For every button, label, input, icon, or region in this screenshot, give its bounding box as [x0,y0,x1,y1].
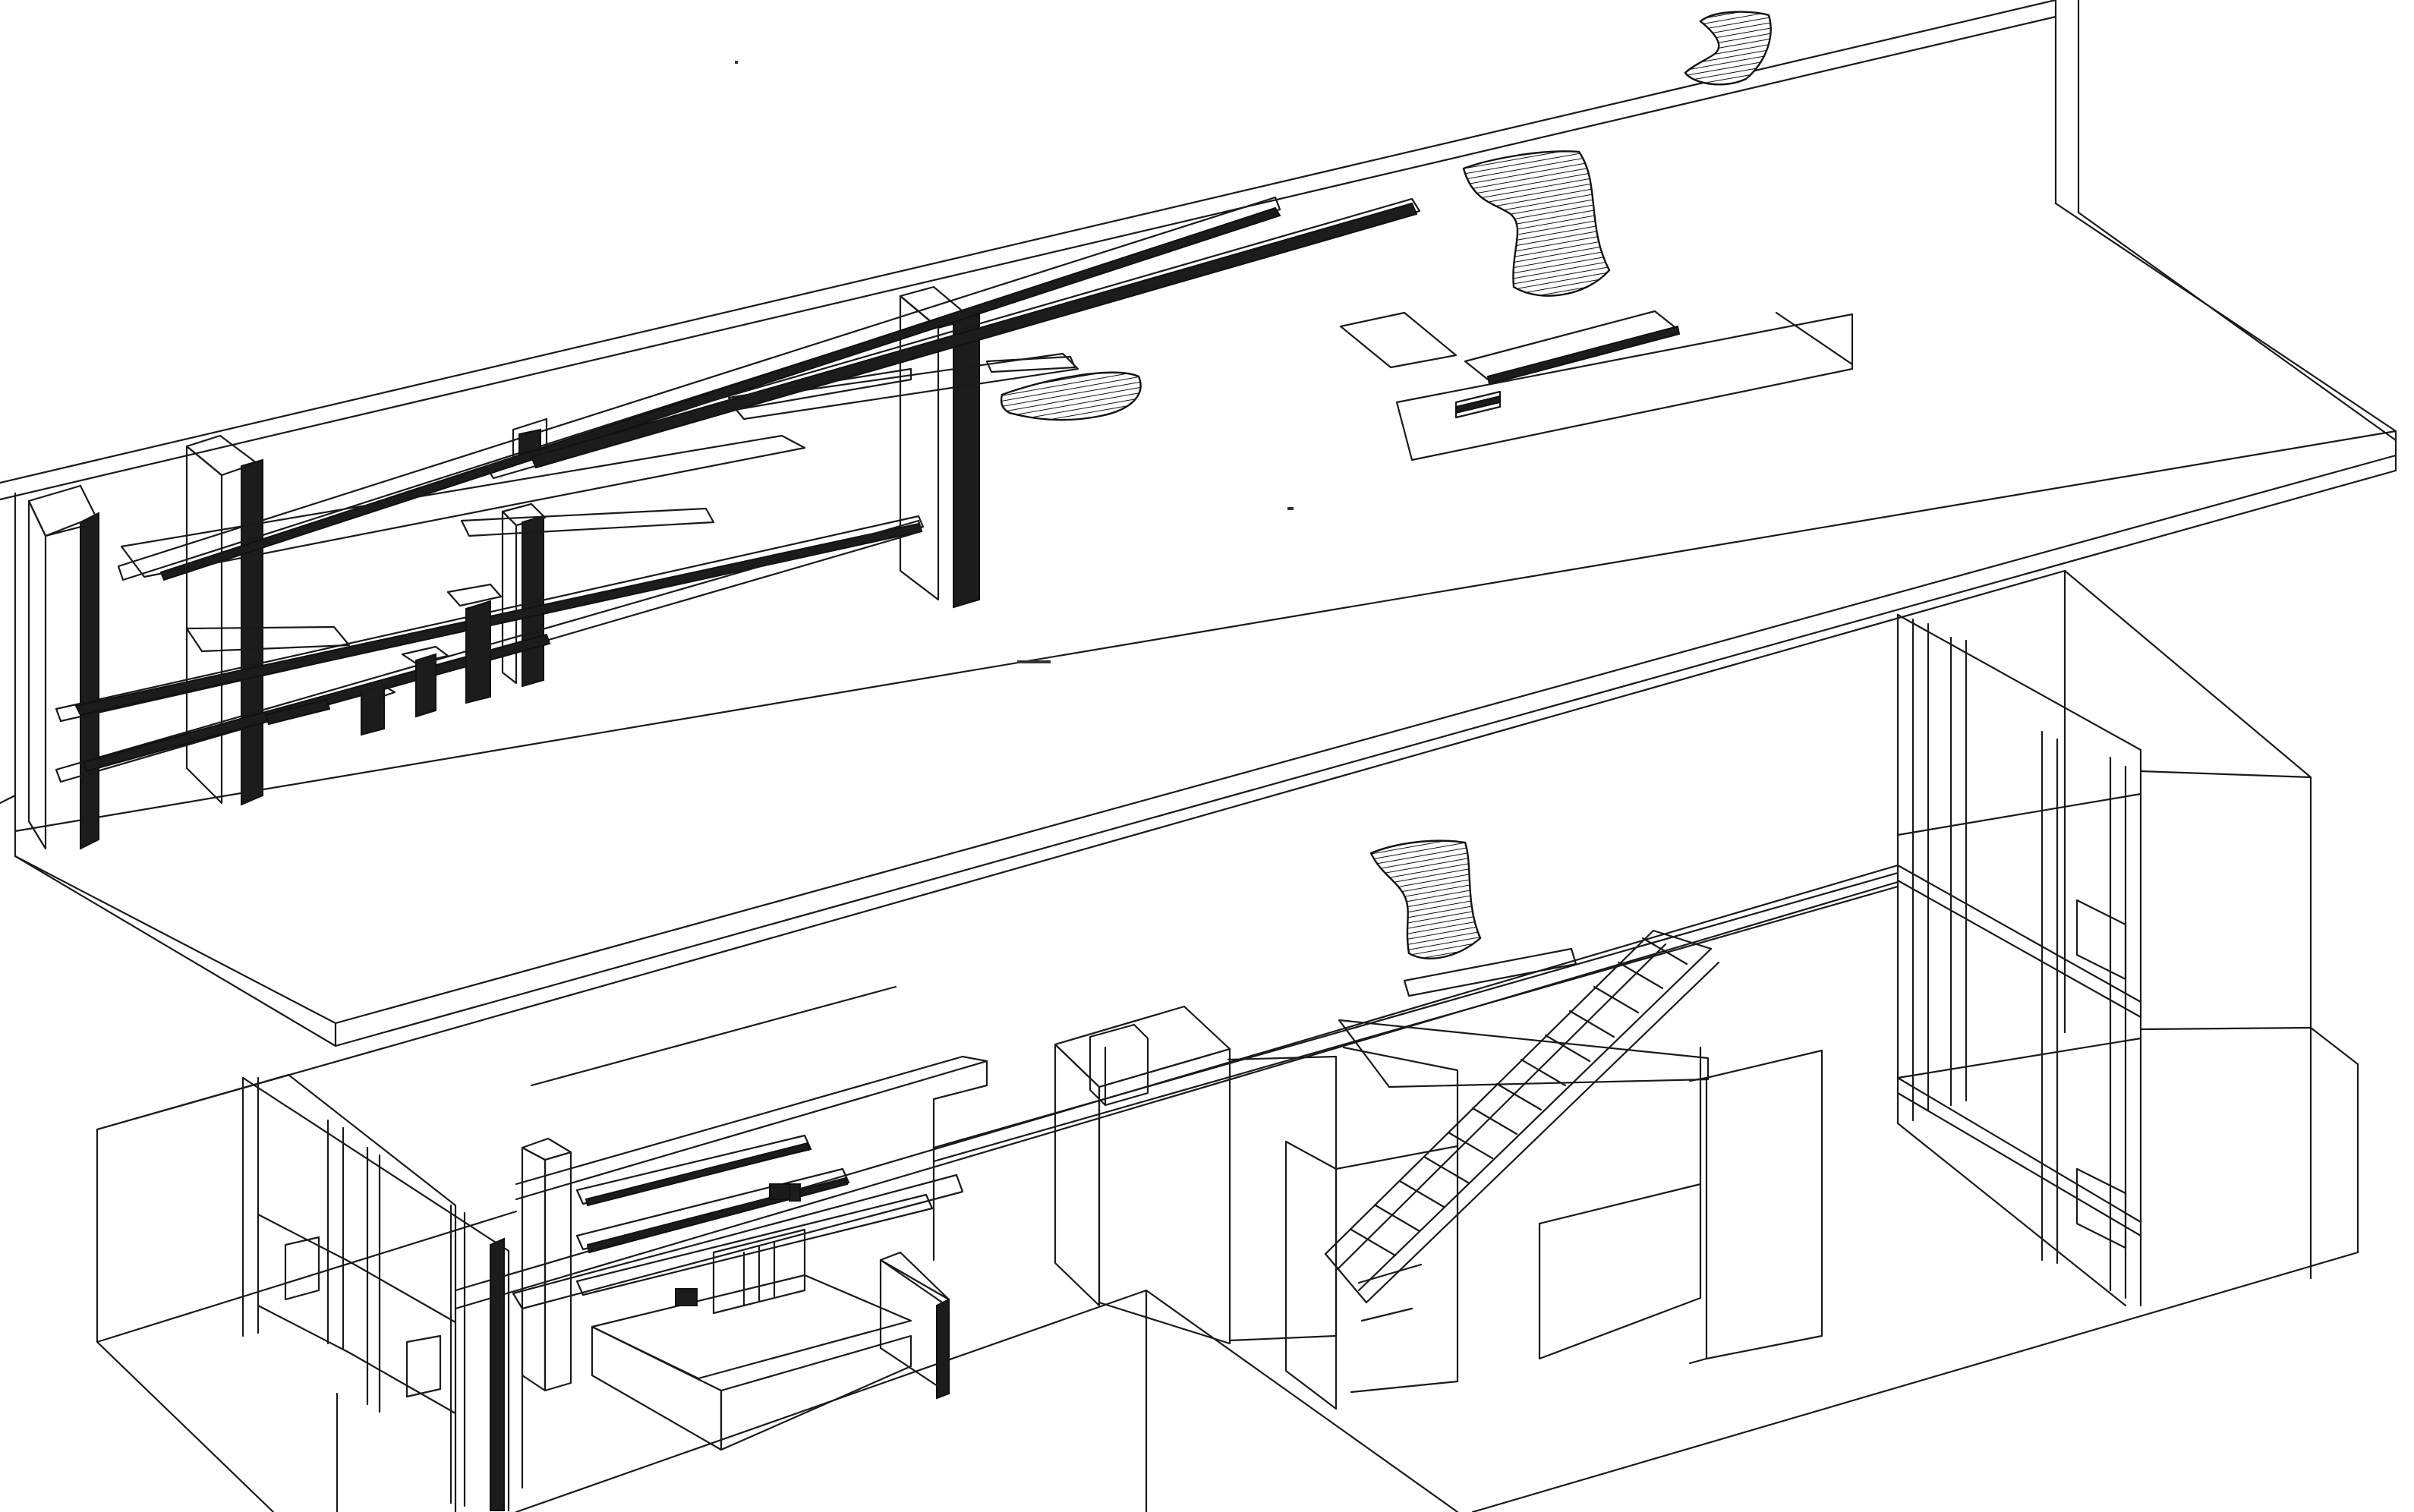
staircase [1324,929,1720,1322]
upper-floor-plate [0,0,2397,1047]
bed [591,1251,950,1451]
book-icon [789,1183,801,1202]
upper-floor [0,0,2397,1047]
bedroom-shelf-wall [515,1055,988,1315]
left-window-wall [241,1076,510,1512]
right-window-wall [1896,613,2312,1307]
chair-icon [1000,371,1142,421]
left-end-column [27,484,100,850]
central-cabinet [1054,1005,1338,1345]
column-3 [899,285,980,609]
upper-curved-chairs [1000,11,1772,421]
lower-door-frames [1284,1046,1823,1410]
upper-table [1339,310,1854,461]
chair-icon [1684,11,1772,86]
chair-icon [1369,839,1482,959]
bedroom-column [512,1137,964,1489]
lower-floor [96,569,2359,1512]
scan-specks [735,61,1294,663]
stair-treads [1350,937,1688,1257]
pillow-icon [675,1288,698,1306]
small-shelf-units [360,583,503,736]
lower-beam [454,864,1899,1310]
chair-icon [1462,150,1611,297]
column-2 [185,434,263,806]
stair-landing [1338,839,1710,1088]
lower-floor-outline [96,569,2359,1512]
